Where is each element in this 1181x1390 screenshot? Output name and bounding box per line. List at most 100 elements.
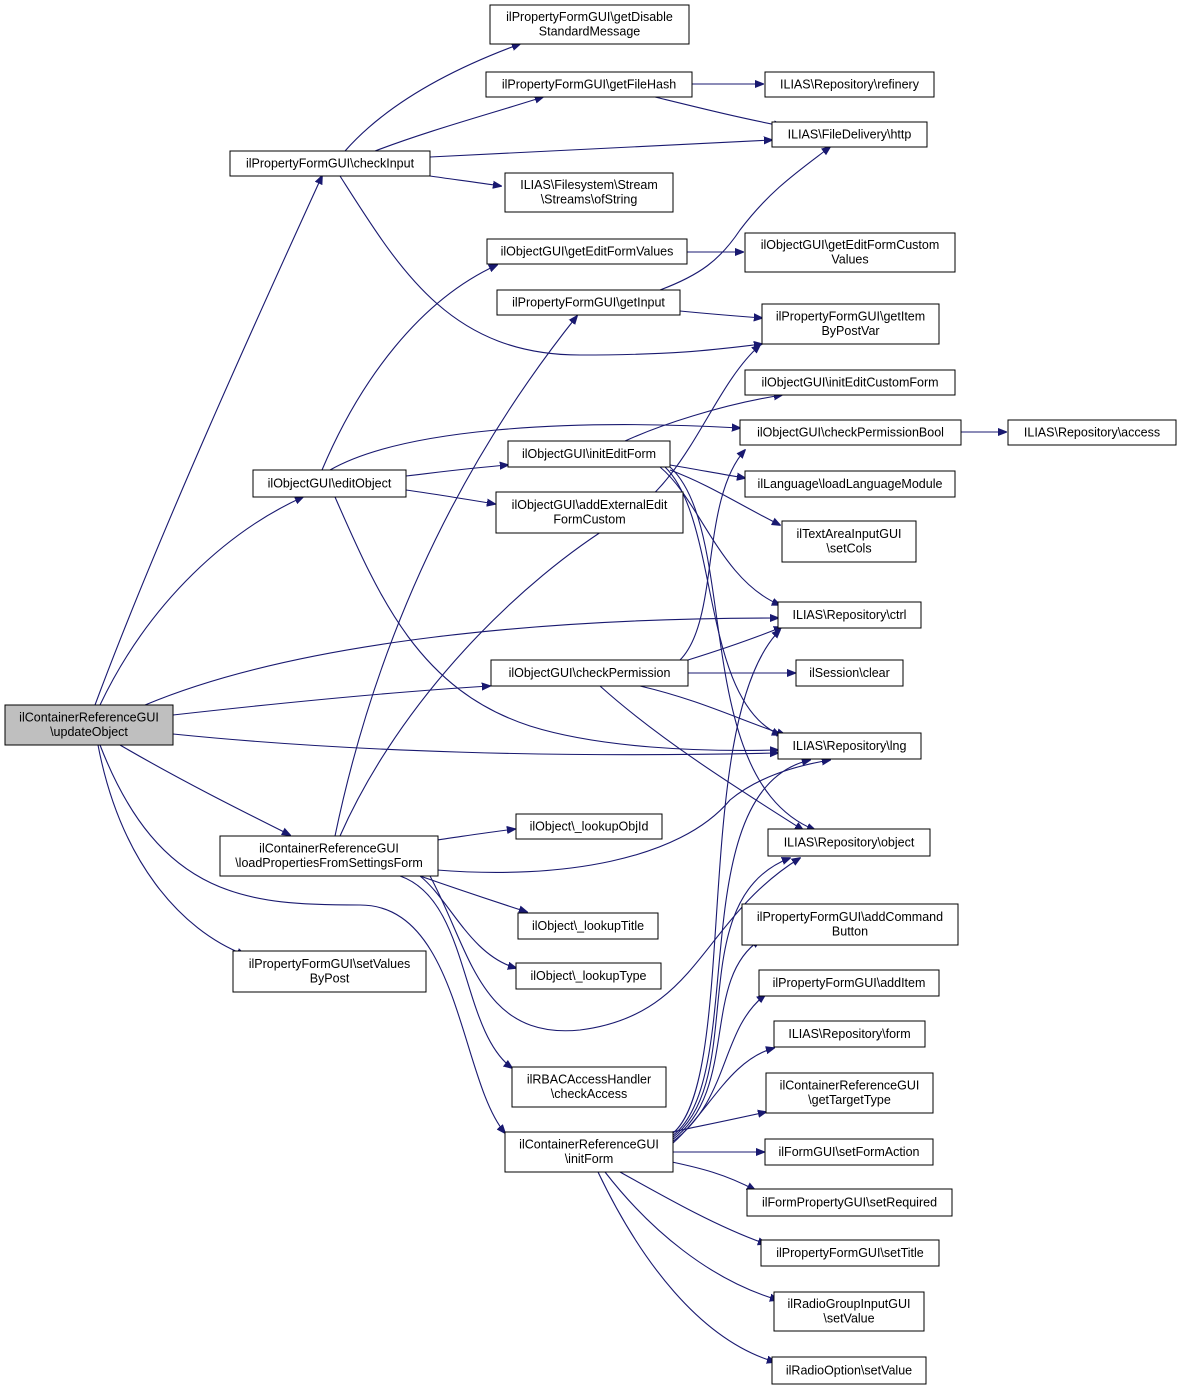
node-box xyxy=(489,4,690,45)
node-file-hash[interactable]: ilPropertyFormGUI\getFileHash xyxy=(485,71,693,98)
node-box xyxy=(795,659,904,687)
node-box xyxy=(495,491,684,534)
node-label: ILIAS\FileDelivery\http xyxy=(788,127,912,141)
node-load-language-module[interactable]: ilLanguage\loadLanguageModule xyxy=(744,470,956,498)
edge-check-input-get-item xyxy=(339,175,762,356)
edge-check-permission-lng xyxy=(639,685,785,735)
node-init-form[interactable]: ilContainerReferenceGUI\initForm xyxy=(504,1131,674,1173)
node-add-item[interactable]: ilPropertyFormGUI\addItem xyxy=(758,969,940,997)
node-label: ILIAS\Repository\form xyxy=(788,1027,910,1041)
node-box xyxy=(773,1020,926,1048)
node-check-permission-bool[interactable]: ilObjectGUI\checkPermissionBool xyxy=(739,419,962,446)
node-label: ILIAS\Repository\lng xyxy=(793,739,907,753)
node-label: ilFormGUI\setFormAction xyxy=(779,1145,920,1159)
node-lookup-title[interactable]: ilObject\_lookupTitle xyxy=(517,912,659,940)
node-label: ilContainerReferenceGUI xyxy=(19,711,159,725)
node-box xyxy=(504,172,674,213)
node-label: ilPropertyFormGUI\checkInput xyxy=(246,156,415,170)
node-rbac-check-access[interactable]: ilRBACAccessHandler\checkAccess xyxy=(511,1066,667,1108)
node-check-permission[interactable]: ilObjectGUI\checkPermission xyxy=(490,659,689,687)
node-radio-option-set-value[interactable]: ilRadioOption\setValue xyxy=(771,1356,927,1385)
node-repo-form[interactable]: ILIAS\Repository\form xyxy=(773,1020,926,1048)
edge-edit-object-edit-values xyxy=(321,265,497,471)
node-label: ilObject\_lookupType xyxy=(530,969,646,983)
edge-init-form-radio-option xyxy=(597,1171,775,1362)
node-radio-group-set-value[interactable]: ilRadioGroupInputGUI\setValue xyxy=(773,1291,925,1332)
edge-init-form-add-item xyxy=(671,995,765,1143)
node-label: \getTargetType xyxy=(808,1093,891,1107)
node-box xyxy=(4,704,174,746)
node-label: ilObject\_lookupObjId xyxy=(530,819,649,833)
edge-edit-object-add-external xyxy=(405,489,495,504)
node-lookup-type[interactable]: ilObject\_lookupType xyxy=(515,962,662,990)
node-label: ilFormPropertyGUI\setRequired xyxy=(762,1195,937,1209)
node-disable-msg[interactable]: ilPropertyFormGUI\getDisableStandardMess… xyxy=(489,4,690,45)
edge-load-props-lookup-obj-id xyxy=(436,829,515,841)
node-box xyxy=(486,238,688,265)
node-box xyxy=(496,289,681,316)
edge-check-permission-ctrl xyxy=(687,627,782,661)
node-set-cols[interactable]: ilTextAreaInputGUI\setCols xyxy=(781,520,917,563)
node-get-target-type[interactable]: ilContainerReferenceGUI\getTargetType xyxy=(765,1072,934,1114)
node-box xyxy=(485,71,693,98)
edge-init-edit-form-ctrl xyxy=(659,466,780,605)
node-repo-object[interactable]: ILIAS\Repository\object xyxy=(767,828,931,857)
node-http[interactable]: ILIAS\FileDelivery\http xyxy=(771,121,928,148)
node-init-edit-custom-form[interactable]: ilObjectGUI\initEditCustomForm xyxy=(744,369,956,396)
node-label: \initForm xyxy=(565,1152,614,1166)
node-set-form-action[interactable]: ilFormGUI\setFormAction xyxy=(764,1138,934,1166)
node-label: ilObjectGUI\initEditForm xyxy=(522,447,656,461)
node-label: ilObjectGUI\addExternalEdit xyxy=(512,498,668,512)
node-label: ilContainerReferenceGUI xyxy=(259,842,399,856)
node-init-edit-form[interactable]: ilObjectGUI\initEditForm xyxy=(507,440,671,468)
node-label: ilContainerReferenceGUI xyxy=(519,1138,659,1152)
node-session-clear[interactable]: ilSession\clear xyxy=(795,659,904,687)
node-get-edit-form-values[interactable]: ilObjectGUI\getEditFormValues xyxy=(486,238,688,265)
node-box xyxy=(744,369,956,396)
node-box xyxy=(765,1072,934,1114)
node-label: Values xyxy=(831,253,868,267)
node-label: ILIAS\Repository\access xyxy=(1024,425,1160,439)
edge-check-permission-object xyxy=(599,685,803,830)
node-repo-access[interactable]: ILIAS\Repository\access xyxy=(1007,419,1177,446)
edge-init-form-set-required xyxy=(671,1161,755,1190)
node-load-props[interactable]: ilContainerReferenceGUI\loadPropertiesFr… xyxy=(219,835,439,877)
node-get-input[interactable]: ilPropertyFormGUI\getInput xyxy=(496,289,681,316)
node-box xyxy=(517,912,659,940)
node-set-required[interactable]: ilFormPropertyGUI\setRequired xyxy=(746,1188,953,1217)
node-refinery[interactable]: ILIAS\Repository\refinery xyxy=(764,71,935,98)
node-label: ilLanguage\loadLanguageModule xyxy=(758,477,943,491)
edges xyxy=(94,44,1006,1362)
edge-init-form-repo-form xyxy=(671,1048,774,1145)
node-edit-object[interactable]: ilObjectGUI\editObject xyxy=(252,469,407,498)
edge-check-input-of-string xyxy=(429,175,501,186)
node-box xyxy=(777,732,922,760)
node-root[interactable]: ilContainerReferenceGUI\updateObject xyxy=(4,704,174,746)
node-box xyxy=(771,1356,927,1385)
node-label: ilPropertyFormGUI\getDisable xyxy=(506,10,673,24)
node-lookup-obj-id[interactable]: ilObject\_lookupObjId xyxy=(515,813,663,840)
node-label: ilPropertyFormGUI\getItem xyxy=(776,310,925,324)
edge-init-edit-form-object xyxy=(669,466,815,830)
node-label: ilSession\clear xyxy=(809,666,890,680)
node-box xyxy=(777,601,922,629)
node-box xyxy=(504,1131,674,1173)
node-of-string[interactable]: ILIAS\Filesystem\Stream\Streams\ofString xyxy=(504,172,674,213)
node-repo-ctrl[interactable]: ILIAS\Repository\ctrl xyxy=(777,601,922,629)
node-box xyxy=(229,150,431,177)
node-box xyxy=(764,71,935,98)
node-box xyxy=(773,1291,925,1332)
node-set-title[interactable]: ilPropertyFormGUI\setTitle xyxy=(760,1239,940,1267)
edge-get-input-http xyxy=(659,147,830,291)
edge-init-form-ctrl xyxy=(671,630,780,1135)
edge-load-props-lookup-title xyxy=(419,875,527,912)
node-repo-lng[interactable]: ILIAS\Repository\lng xyxy=(777,732,922,760)
node-check-input[interactable]: ilPropertyFormGUI\checkInput xyxy=(229,150,431,177)
node-box xyxy=(760,1239,940,1267)
node-label: ilTextAreaInputGUI xyxy=(797,527,902,541)
